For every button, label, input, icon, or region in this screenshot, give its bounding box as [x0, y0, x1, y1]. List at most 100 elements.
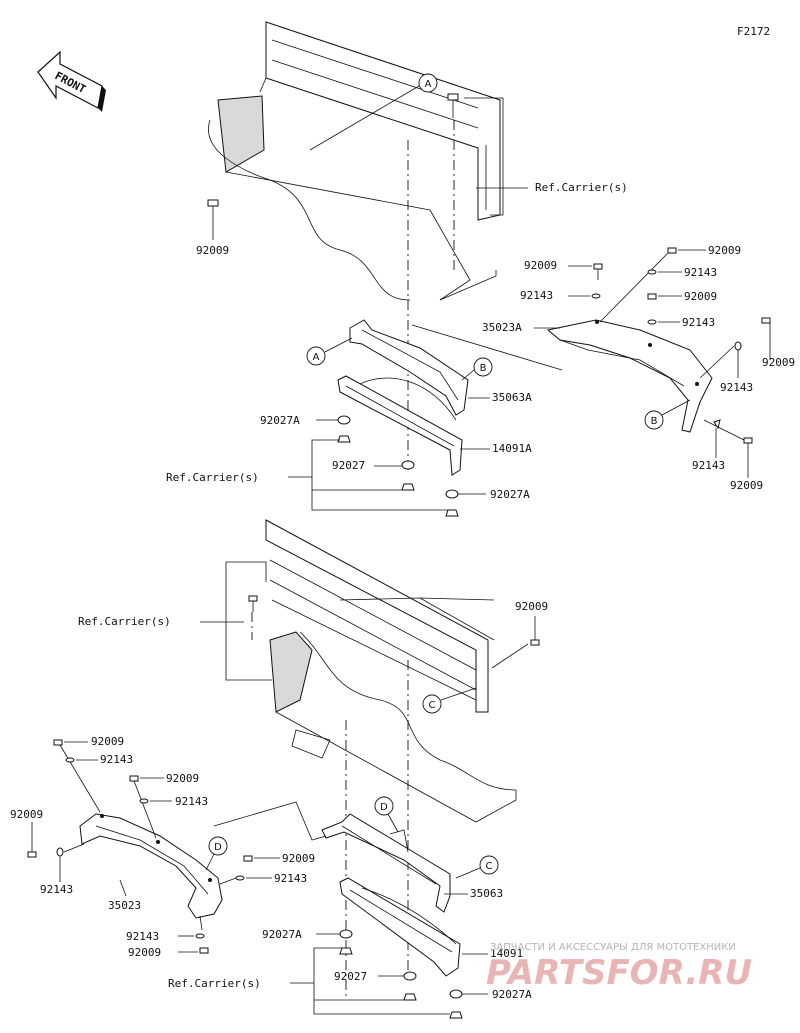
- washer-92143-u4: [734, 341, 742, 351]
- washer-92143-l1: [65, 757, 75, 763]
- part-92009-u4: 92009: [762, 356, 795, 369]
- bolt-upper-left: [207, 199, 219, 216]
- part-92009-l4: 92009: [282, 852, 315, 865]
- part-92009-u2: 92009: [708, 244, 741, 257]
- nut-92027A-upper-2: [445, 489, 459, 499]
- part-92143-u1: 92143: [520, 289, 553, 302]
- part-92027A-upper: 92027A: [260, 414, 300, 427]
- part-14091: 14091: [490, 947, 523, 960]
- part-14091A: 14091A: [492, 442, 532, 455]
- part-92143-u3: 92143: [682, 316, 715, 329]
- callout-d-fender: [208, 836, 228, 856]
- washer-92143-u1: [591, 293, 601, 299]
- part-92143-l2: 92143: [175, 795, 208, 808]
- washer-92143-l3: [56, 847, 64, 857]
- part-35023A: 35023A: [482, 321, 522, 334]
- part-92143-l3: 92143: [40, 883, 73, 896]
- lower-carrier-ref: [265, 519, 517, 823]
- part-92143-u2: 92143: [684, 266, 717, 279]
- part-92143-l4: 92143: [274, 872, 307, 885]
- nut-92027A-lower: [339, 929, 353, 939]
- part-92009-l5: 92009: [128, 946, 161, 959]
- part-92009-upper-left: 92009: [196, 244, 229, 257]
- watermark-tagline: ЗАПЧАСТИ И АКСЕССУАРЫ ДЛЯ МОТОТЕХНИКИ: [490, 942, 736, 953]
- part-92027-lower: 92027: [334, 970, 367, 983]
- washer-upper-3: [445, 509, 459, 517]
- part-92143-u4: 92143: [720, 381, 753, 394]
- nut-92027A-upper: [316, 415, 351, 425]
- rail-14091: [339, 877, 461, 977]
- washer-92143-l4: [235, 875, 245, 881]
- part-92009-l2: 92009: [166, 772, 199, 785]
- part-92009-u5: 92009: [730, 479, 763, 492]
- ref-carrier-upper-2: Ref.Carrier(s): [166, 471, 259, 484]
- part-35063A: 35063A: [492, 391, 532, 404]
- part-92027A-upper-2: 92027A: [490, 488, 530, 501]
- part-92009-u3: 92009: [684, 290, 717, 303]
- part-92027A-lower-2: 92027A: [492, 988, 532, 1001]
- bolt-92009-l3: [27, 851, 37, 858]
- part-92009-l1: 92009: [91, 735, 124, 748]
- callout-d-lower: [374, 796, 394, 816]
- part-92143-l5: 92143: [126, 930, 159, 943]
- callout-c-label: C: [429, 700, 436, 711]
- part-92009-l3: 92009: [10, 808, 43, 821]
- callout-a-label: A: [425, 79, 432, 90]
- diagram-code: F2172: [737, 25, 770, 38]
- bolt-lower-right: [530, 639, 540, 646]
- nut-92027A-lower-2: [449, 989, 463, 999]
- ref-carrier-lower: Ref.Carrier(s): [78, 615, 171, 628]
- callout-b-fender: [644, 410, 664, 430]
- fender-35023A: [546, 319, 713, 433]
- part-92009-u1: 92009: [524, 259, 557, 272]
- part-92143-l1: 92143: [100, 753, 133, 766]
- washer-92143-u3: [647, 319, 657, 325]
- bolt-92009-l4: [243, 855, 253, 862]
- bolt-lower-left: [248, 595, 258, 612]
- washer-upper-2: [401, 483, 415, 491]
- callout-c-lower: [479, 855, 499, 875]
- bolt-upper-top: [447, 93, 459, 118]
- callout-a-upper: [306, 346, 326, 366]
- callout-b-label-2: B: [651, 416, 658, 427]
- callout-a-label-2: A: [313, 352, 320, 363]
- callout-b-upper: [473, 357, 493, 377]
- part-35063: 35063: [470, 887, 503, 900]
- part-92009-lower-right: 92009: [515, 600, 548, 613]
- watermark-brand: PARTSFOR.RU: [486, 953, 752, 993]
- bracket-35063: [321, 813, 451, 913]
- callout-d-label-2: D: [214, 842, 222, 853]
- part-92027-upper: 92027: [332, 459, 365, 472]
- part-92027A-lower: 92027A: [262, 928, 302, 941]
- bolt-92009-u2: [667, 247, 677, 254]
- upper-carrier-ref: [208, 21, 501, 301]
- washer-lower-1: [339, 947, 353, 955]
- callout-c-lower-carrier: [422, 694, 442, 714]
- bolt-92009-l5: [199, 947, 209, 954]
- front-arrow-icon: FRONT: [37, 50, 106, 112]
- bolt-92009-u3: [647, 293, 657, 300]
- nut-92027-upper: [401, 460, 415, 470]
- bolt-92009-u4: [761, 317, 771, 324]
- bolt-92009-l2: [129, 775, 139, 782]
- washer-92143-l5: [195, 933, 205, 939]
- washer-lower-3: [449, 1011, 463, 1019]
- washer-upper-1: [337, 435, 351, 443]
- bolt-92009-l1: [53, 739, 63, 746]
- callout-b-label: B: [480, 363, 487, 374]
- callout-d-label: D: [380, 802, 388, 813]
- bolt-92009-u1: [593, 263, 603, 280]
- part-92143-u5: 92143: [692, 459, 725, 472]
- callout-c-label-2: C: [486, 861, 493, 872]
- nut-92027-lower: [403, 971, 417, 981]
- ref-carrier-upper: Ref.Carrier(s): [535, 181, 628, 194]
- ref-carrier-lower-2: Ref.Carrier(s): [168, 977, 261, 990]
- part-35023: 35023: [108, 899, 141, 912]
- washer-92143-u5: [713, 419, 721, 430]
- washer-92143-l2: [139, 798, 149, 804]
- washer-92143-u2: [647, 269, 657, 275]
- bolt-92009-u5: [743, 437, 753, 444]
- bracket-35063A: [349, 319, 469, 416]
